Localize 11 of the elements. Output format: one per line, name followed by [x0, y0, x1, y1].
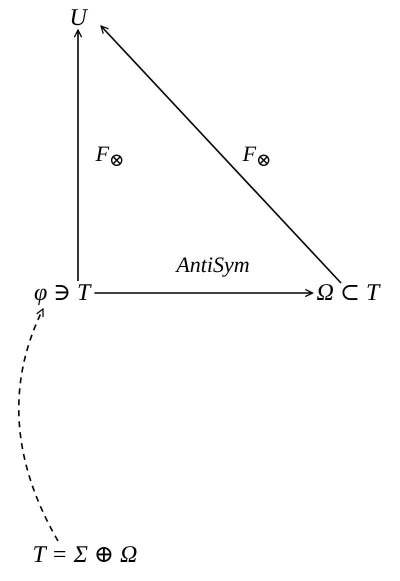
- edge-label: F$_{⊗}$: [96, 140, 124, 172]
- math-expression: φ ∋ T: [34, 279, 90, 307]
- math-expression: T = Σ ⊕ Ω: [32, 541, 138, 569]
- edge-label: F$_{⊗}$: [242, 140, 272, 172]
- arrow: [94, 288, 314, 298]
- arrow: [100, 25, 342, 284]
- arrow: [74, 29, 82, 281]
- dashed-arrow: [18, 308, 59, 542]
- math-expression: U: [70, 4, 87, 32]
- math-expression: Ω ⊂ T: [316, 279, 380, 307]
- edge-label: AntiSym: [176, 252, 250, 278]
